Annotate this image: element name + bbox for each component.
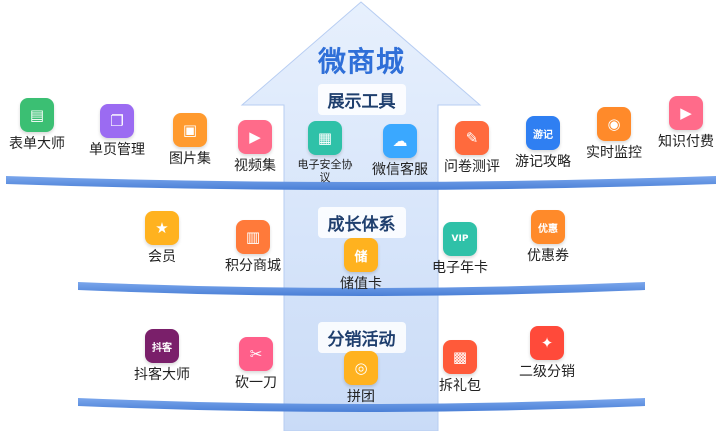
- feature-gift-box[interactable]: ▩ 拆礼包: [415, 340, 505, 394]
- bargain-icon: ✂: [239, 337, 273, 371]
- feature-label: 视频集: [234, 158, 276, 174]
- feature-member[interactable]: ★ 会员: [117, 211, 207, 265]
- section-label-display-tools: 展示工具: [317, 84, 406, 115]
- questionnaire-icon: ✎: [455, 121, 489, 155]
- feature-security-agreement[interactable]: ▦ 电子安全协议: [280, 121, 370, 184]
- band-growth-system: [78, 282, 645, 296]
- douke-master-icon: 抖客: [145, 329, 179, 363]
- feature-monitor[interactable]: ◉ 实时监控: [569, 107, 659, 161]
- feature-two-level-distribution[interactable]: ✦ 二级分销: [502, 326, 592, 380]
- feature-travel-notes[interactable]: 游记 游记攻略: [498, 116, 588, 170]
- feature-label: 游记攻略: [515, 154, 571, 170]
- feature-annual-card[interactable]: VIP 电子年卡: [415, 222, 505, 276]
- feature-label: 知识付费: [658, 134, 714, 150]
- feature-label: 电子安全协议: [297, 158, 353, 184]
- single-page-icon: ❐: [100, 104, 134, 138]
- video-icon: ▶: [238, 120, 272, 154]
- band-display-tools: [6, 176, 716, 190]
- feature-label: 优惠券: [527, 248, 569, 264]
- travel-notes-icon: 游记: [526, 116, 560, 150]
- wechat-service-icon: ☁: [383, 124, 417, 158]
- feature-single-page[interactable]: ❐ 单页管理: [72, 104, 162, 158]
- feature-points-mall[interactable]: ▥ 积分商城: [208, 220, 298, 274]
- feature-label: 二级分销: [519, 364, 575, 380]
- page-title: 微商城: [317, 45, 405, 78]
- section-label-growth-system: 成长体系: [317, 207, 406, 238]
- form-icon: ▤: [20, 98, 54, 132]
- feature-label: 会员: [148, 249, 176, 265]
- stored-value-card-icon: 储: [344, 238, 378, 272]
- feature-form-master[interactable]: ▤ 表单大师: [0, 98, 82, 152]
- feature-bargain[interactable]: ✂ 砍一刀: [211, 337, 301, 391]
- annual-card-icon: VIP: [443, 222, 477, 256]
- feature-video[interactable]: ▶ 视频集: [210, 120, 300, 174]
- feature-stored-value-card[interactable]: 储 储值卡: [316, 238, 406, 292]
- security-agreement-icon: ▦: [308, 121, 342, 155]
- feature-label: 抖客大师: [134, 367, 190, 383]
- feature-label: 积分商城: [225, 258, 281, 274]
- feature-label: 微信客服: [372, 162, 428, 178]
- gallery-icon: ▣: [173, 113, 207, 147]
- group-buy-icon: ◎: [344, 351, 378, 385]
- section-label-distribution: 分销活动: [317, 322, 406, 353]
- feature-label: 砍一刀: [235, 375, 277, 391]
- feature-questionnaire[interactable]: ✎ 问卷测评: [427, 121, 517, 175]
- points-mall-icon: ▥: [236, 220, 270, 254]
- feature-label: 拼团: [347, 389, 375, 405]
- monitor-icon: ◉: [597, 107, 631, 141]
- gift-box-icon: ▩: [443, 340, 477, 374]
- feature-group-buy[interactable]: ◎ 拼团: [316, 351, 406, 405]
- two-level-distribution-icon: ✦: [530, 326, 564, 360]
- feature-label: 电子年卡: [432, 260, 488, 276]
- feature-coupon[interactable]: 优惠 优惠券: [503, 210, 593, 264]
- band-distribution: [78, 398, 645, 412]
- coupon-icon: 优惠: [531, 210, 565, 244]
- feature-gallery[interactable]: ▣ 图片集: [145, 113, 235, 167]
- feature-label: 表单大师: [9, 136, 65, 152]
- feature-label: 问卷测评: [444, 159, 500, 175]
- feature-label: 图片集: [169, 151, 211, 167]
- feature-douke-master[interactable]: 抖客 抖客大师: [117, 329, 207, 383]
- member-icon: ★: [145, 211, 179, 245]
- feature-label: 拆礼包: [439, 378, 481, 394]
- paid-knowledge-icon: ▶: [669, 96, 703, 130]
- feature-label: 单页管理: [89, 142, 145, 158]
- feature-label: 实时监控: [586, 145, 642, 161]
- feature-label: 储值卡: [340, 276, 382, 292]
- feature-paid-knowledge[interactable]: ▶ 知识付费: [641, 96, 723, 150]
- feature-wechat-service[interactable]: ☁ 微信客服: [355, 124, 445, 178]
